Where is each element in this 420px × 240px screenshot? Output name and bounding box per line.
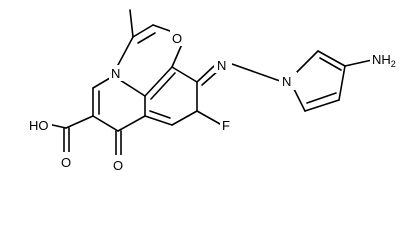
chemical-structure-diagram: O N N N F O HO O NH2 bbox=[28, 9, 406, 173]
bond-c11-c10 bbox=[144, 66, 173, 97]
bond-c2-o1 bbox=[152, 24, 171, 32]
bond-c10-c9 bbox=[171, 66, 198, 83]
amine-label: NH2 bbox=[372, 52, 396, 69]
bond-c6-cooh bbox=[65, 115, 94, 129]
bond-pyrrole-c2-c3 bbox=[317, 50, 346, 67]
bond-n4-c5 bbox=[92, 77, 111, 89]
ketone-oxygen-label: O bbox=[113, 158, 123, 173]
bond-c3-n4 bbox=[117, 36, 134, 66]
hydroxyl-label: HO bbox=[29, 118, 49, 133]
bond-c11-c10-double bbox=[150, 72, 176, 100]
bond-n-n bbox=[231, 63, 281, 82]
oxazine-oxygen-label: O bbox=[172, 31, 182, 46]
bond-pyrrole-c5-n bbox=[293, 88, 306, 112]
bond-o1-c10 bbox=[171, 43, 183, 68]
bond-n4-c11 bbox=[119, 79, 146, 97]
bond-pyrrole-c4-c5 bbox=[304, 99, 340, 112]
ring-nitrogen-label: N bbox=[111, 66, 120, 81]
amine-main-text: NH bbox=[372, 52, 391, 67]
bond-c6-c7 bbox=[92, 115, 119, 132]
pyrrole-nitrogen-label: N bbox=[282, 74, 291, 89]
imine-nitrogen-label: N bbox=[217, 58, 226, 73]
bond-c3-c2-double bbox=[137, 32, 156, 44]
bond-pyrrole-n-c2 bbox=[295, 50, 319, 74]
fluorine-label: F bbox=[222, 118, 230, 133]
bond-c9-n-imine bbox=[196, 65, 215, 83]
bond-c3-c2 bbox=[132, 24, 154, 38]
bond-c13-c8-double bbox=[149, 110, 171, 119]
bond-pyrrole-c4-c5-double bbox=[306, 92, 337, 104]
bond-pyrrole-c2-c3-double bbox=[319, 57, 342, 71]
bonds bbox=[47, 9, 373, 157]
bond-c12-f bbox=[196, 110, 221, 125]
bond-pyrrole-c3-nh2 bbox=[344, 59, 373, 67]
carboxyl-oxygen-label: O bbox=[61, 155, 71, 170]
bond-c12-c13 bbox=[171, 110, 198, 126]
bond-c3-methyl bbox=[129, 9, 134, 38]
bond-c7-c8 bbox=[117, 115, 146, 132]
atom-labels: O N N N F O HO O NH2 bbox=[28, 30, 406, 173]
amine-subscript-text: 2 bbox=[391, 59, 396, 69]
bond-c13-c8 bbox=[144, 115, 173, 126]
bond-pyrrole-c3-c4 bbox=[338, 65, 346, 101]
